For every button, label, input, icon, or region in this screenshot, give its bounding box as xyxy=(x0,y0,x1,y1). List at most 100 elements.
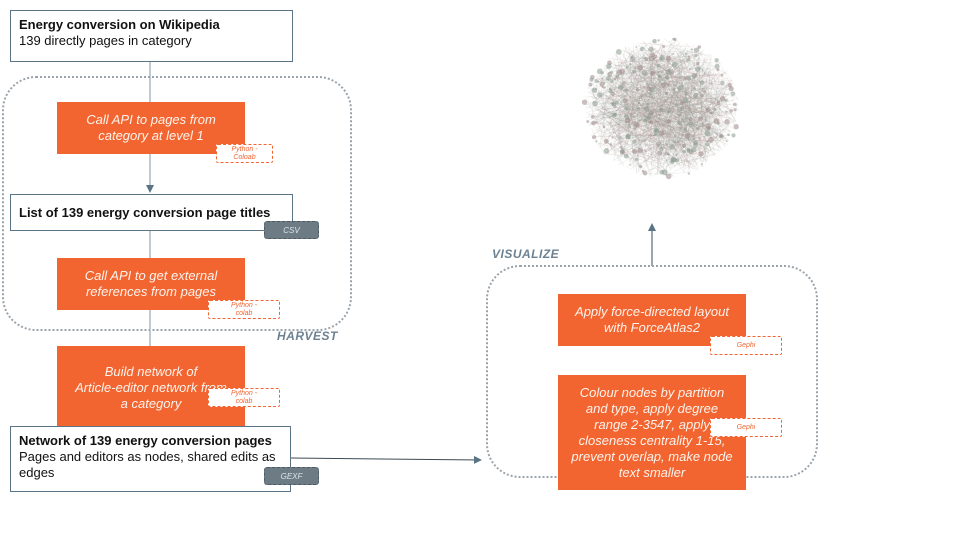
graph-edge xyxy=(669,95,696,116)
graph-edge xyxy=(637,134,696,161)
graph-edge xyxy=(623,95,672,129)
graph-edge xyxy=(660,42,669,114)
graph-edge xyxy=(662,81,698,143)
graph-node xyxy=(659,146,664,151)
graph-edge xyxy=(637,134,664,137)
graph-node xyxy=(693,142,698,148)
graph-edge xyxy=(647,96,706,113)
graph-edge xyxy=(659,106,691,165)
graph-edge xyxy=(625,73,679,121)
graph-node xyxy=(719,95,726,102)
graph-edge xyxy=(647,76,693,87)
graph-node xyxy=(589,77,594,82)
graph-edge xyxy=(657,88,687,164)
graph-edge xyxy=(621,76,634,93)
graph-edge xyxy=(667,106,719,163)
graph-edge xyxy=(658,46,673,86)
graph-node xyxy=(691,48,693,51)
graph-node xyxy=(639,46,645,51)
graph-node xyxy=(591,115,595,119)
list-title: List of 139 energy conversion page title… xyxy=(19,204,271,220)
graph-node xyxy=(600,71,604,75)
graph-edge xyxy=(648,42,710,103)
graph-edge xyxy=(651,48,672,85)
graph-node xyxy=(592,100,598,107)
harvest-step-1-tool-tag: Python - Coloab xyxy=(216,144,273,163)
graph-edge xyxy=(624,91,651,109)
graph-edge xyxy=(643,87,728,95)
graph-node xyxy=(671,94,674,97)
graph-edge xyxy=(584,103,613,110)
network-graph-image xyxy=(581,37,740,180)
graph-node xyxy=(704,130,711,137)
graph-edge xyxy=(677,70,728,112)
graph-edge xyxy=(595,53,646,102)
graph-edge xyxy=(620,64,687,167)
graph-node xyxy=(703,90,707,94)
graph-node xyxy=(650,70,656,76)
graph-edge xyxy=(598,69,714,148)
graph-edge xyxy=(663,49,695,163)
graph-edge xyxy=(620,61,690,138)
graph-node xyxy=(698,116,703,121)
graph-edge xyxy=(641,88,669,150)
graph-edge xyxy=(637,111,639,164)
graph-node xyxy=(618,136,622,140)
graph-node xyxy=(641,70,648,76)
graph-edge xyxy=(607,74,645,99)
graph-node xyxy=(725,140,728,143)
harvest-step-2: Call API to get external references from… xyxy=(57,258,245,310)
graph-node xyxy=(715,132,719,135)
graph-edge xyxy=(589,91,651,126)
graph-edge xyxy=(631,66,684,150)
graph-edge xyxy=(637,101,718,133)
graph-edge xyxy=(688,75,709,123)
graph-edge xyxy=(649,135,669,149)
graph-edge xyxy=(648,133,655,150)
graph-edge xyxy=(660,80,696,85)
graph-edge xyxy=(671,59,707,114)
graph-edge xyxy=(611,83,648,91)
graph-edge xyxy=(620,101,623,111)
harvest-step-1-line-2: category at level 1 xyxy=(98,128,204,143)
graph-edge xyxy=(676,60,704,133)
graph-edge xyxy=(644,51,720,118)
graph-edge xyxy=(631,82,678,102)
graph-edge xyxy=(637,42,692,48)
graph-edge xyxy=(606,73,618,154)
graph-edge xyxy=(594,58,702,80)
graph-edge xyxy=(622,95,687,157)
graph-edge xyxy=(663,86,688,143)
graph-node xyxy=(652,39,657,44)
graph-edge xyxy=(668,153,695,171)
graph-node xyxy=(602,125,606,129)
graph-edge xyxy=(656,126,675,176)
graph-edge xyxy=(667,43,687,116)
graph-edge xyxy=(636,61,666,160)
harvest-label: HARVEST xyxy=(277,329,338,343)
graph-edge xyxy=(688,106,729,125)
graph-node xyxy=(728,86,734,92)
graph-edge xyxy=(622,57,691,112)
visualize-step-2-line-4: closeness centrality 1-15, xyxy=(578,432,726,448)
graph-edge xyxy=(700,102,704,120)
graph-edge xyxy=(612,72,671,122)
graph-edge xyxy=(628,105,642,140)
graph-edge xyxy=(635,93,724,107)
graph-edge xyxy=(690,109,736,130)
graph-edge xyxy=(588,105,630,112)
graph-node xyxy=(680,118,685,122)
graph-edge xyxy=(606,81,640,120)
graph-node xyxy=(613,78,616,81)
graph-node xyxy=(657,71,660,74)
graph-edge xyxy=(635,132,641,174)
source-subtitle: 139 directly pages in category xyxy=(19,33,192,48)
graph-edge xyxy=(620,58,670,74)
graph-edge xyxy=(661,49,683,75)
graph-node xyxy=(637,64,643,71)
graph-node xyxy=(720,80,725,86)
visualize-step-1-tool-tag: Gephi xyxy=(710,336,782,355)
graph-node xyxy=(686,58,690,62)
graph-edge xyxy=(601,94,717,100)
graph-node xyxy=(605,75,611,81)
